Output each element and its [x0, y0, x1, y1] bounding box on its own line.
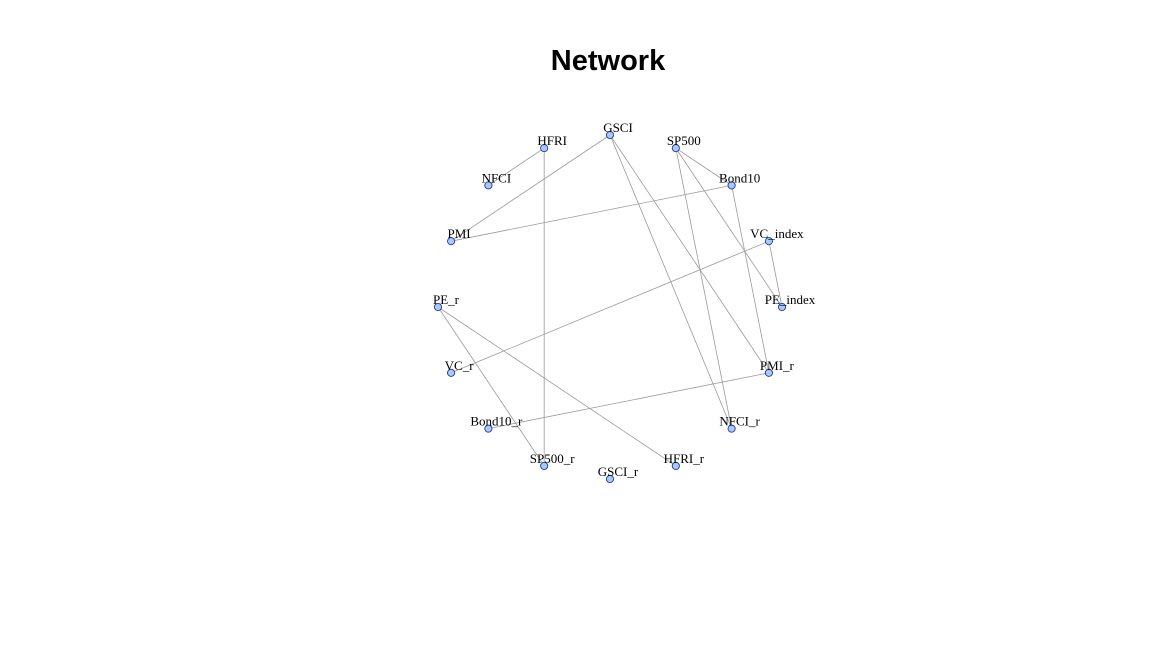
node-HFRI — [540, 144, 549, 153]
node-PMI_r — [764, 368, 773, 377]
edge-Bond10-PMI_r — [731, 185, 770, 373]
node-Bond10 — [727, 181, 736, 190]
node-PE_index — [777, 302, 787, 312]
node-label-PMI: PMI — [448, 226, 471, 241]
node-label-Bond10_r: Bond10_r — [470, 414, 523, 429]
node-label-VC_index: VC_index — [750, 226, 804, 241]
node-SP500_r — [540, 461, 549, 470]
edge-GSCI-PMI_r — [609, 134, 770, 374]
labels-layer: GSCISP500Bond10VC_indexPE_indexPMI_rNFCI… — [433, 120, 816, 479]
node-NFCI_r — [727, 424, 736, 433]
edge-SP500-PE_index — [675, 147, 783, 308]
node-label-NFCI_r: NFCI_r — [719, 414, 760, 429]
node-NFCI — [484, 181, 493, 190]
node-GSCI — [605, 130, 615, 140]
node-label-HFRI_r: HFRI_r — [664, 451, 705, 466]
edge-SP500-Bond10 — [675, 147, 732, 186]
node-VC_index — [764, 237, 773, 246]
node-HFRI_r — [671, 461, 680, 470]
edge-VC_index-VC_r — [450, 240, 770, 374]
edge-PE_r-SP500_r — [437, 306, 545, 467]
node-label-PE_r: PE_r — [433, 292, 460, 307]
chart-title: Network — [551, 45, 666, 77]
node-PMI — [447, 237, 456, 246]
node-GSCI_r — [605, 474, 615, 484]
node-VC_r — [447, 368, 456, 377]
edges-layer — [437, 134, 783, 467]
node-label-NFCI: NFCI — [482, 170, 512, 185]
node-PE_r — [433, 302, 443, 312]
edge-Bond10-PMI — [451, 184, 732, 242]
edge-PE_r-HFRI_r — [437, 306, 677, 467]
edge-PMI_r-Bond10_r — [488, 372, 769, 430]
node-label-SP500_r: SP500_r — [530, 451, 575, 466]
node-label-PMI_r: PMI_r — [760, 358, 795, 373]
node-label-GSCI: GSCI — [603, 120, 633, 135]
node-Bond10_r — [484, 424, 493, 433]
node-label-PE_index: PE_index — [765, 292, 816, 307]
node-SP500 — [671, 144, 680, 153]
node-label-SP500: SP500 — [667, 133, 701, 148]
node-label-GSCI_r: GSCI_r — [598, 464, 639, 479]
edge-VC_index-PE_index — [768, 241, 783, 308]
edge-HFRI-NFCI — [488, 147, 545, 186]
nodes-layer — [433, 130, 787, 484]
node-label-Bond10: Bond10 — [719, 170, 760, 185]
edge-GSCI-PMI — [450, 134, 611, 242]
node-label-VC_r: VC_r — [445, 358, 475, 373]
node-label-HFRI: HFRI — [537, 133, 567, 148]
